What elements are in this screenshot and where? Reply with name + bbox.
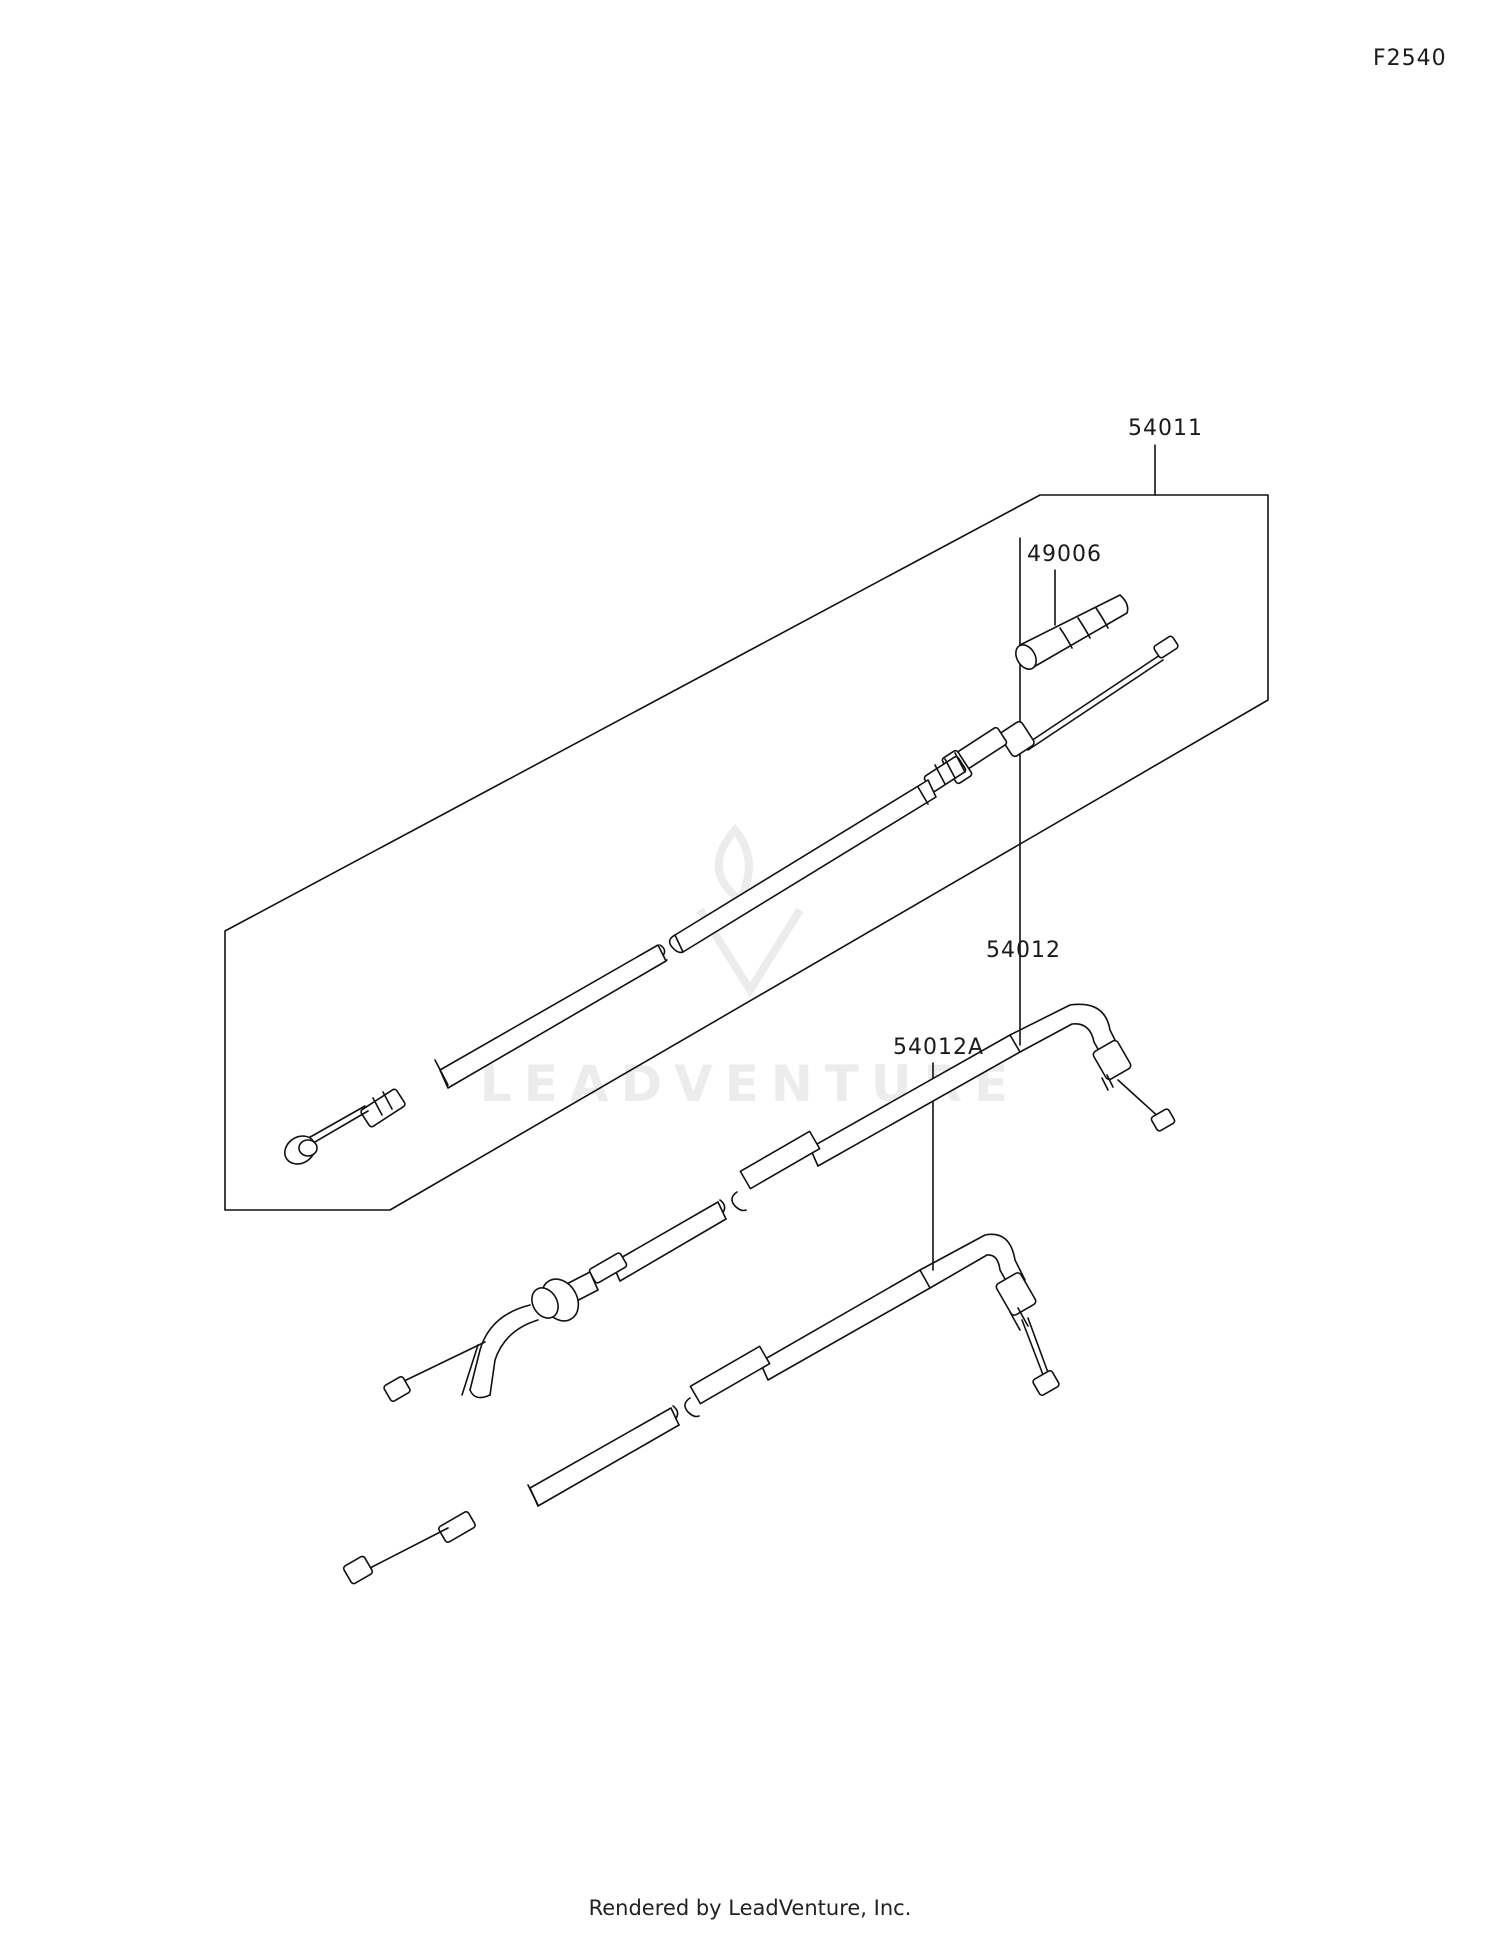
figure-code: F2540: [1373, 46, 1447, 71]
part-label-54012A[interactable]: 54012A: [893, 1035, 985, 1060]
part-label-49006[interactable]: 49006: [1027, 542, 1102, 567]
part-label-54011[interactable]: 54011: [1128, 416, 1203, 441]
rubber-boot-49006: [1015, 594, 1129, 670]
throttle-cable-54012: [383, 1003, 1176, 1402]
assembly-outline: [224, 494, 1269, 1211]
clutch-cable-54011: [284, 635, 1179, 1165]
render-credit: Rendered by LeadVenture, Inc.: [588, 1896, 912, 1920]
throttle-cable-54012A: [342, 1233, 1060, 1585]
part-label-54012[interactable]: 54012: [986, 938, 1061, 963]
leader-lines: [932, 444, 1156, 1271]
